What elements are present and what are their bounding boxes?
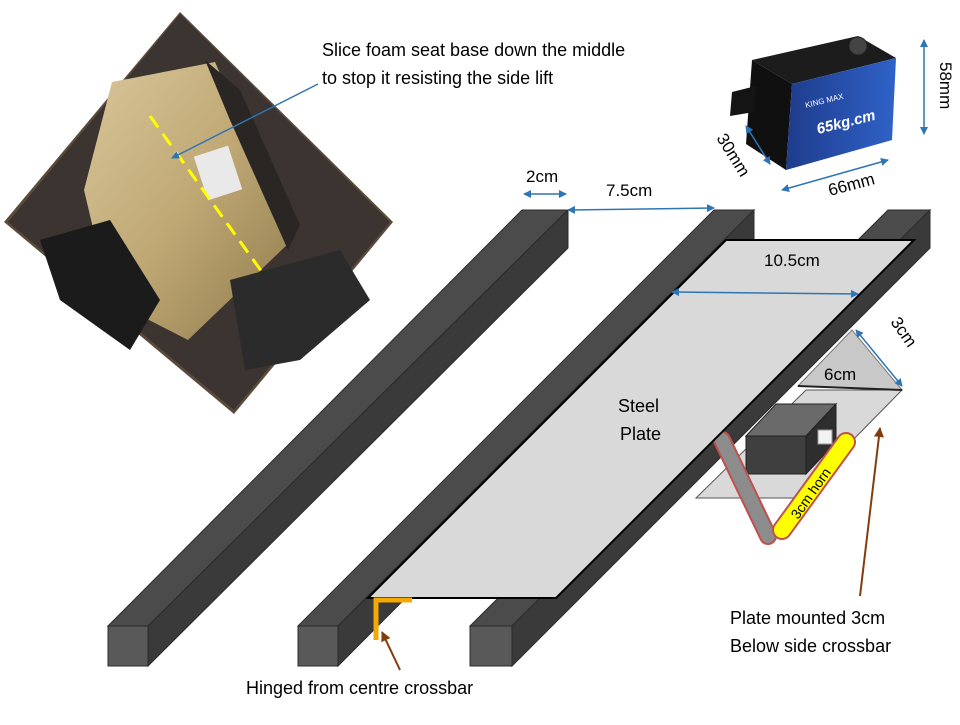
- photo-note-line2: to stop it resisting the side lift: [322, 68, 553, 88]
- plate-width-arrow: [671, 288, 859, 298]
- servo-depth-arrow: [745, 125, 771, 165]
- mount-note-line2: Below side crossbar: [730, 636, 891, 656]
- seat-photo: [4, 12, 393, 414]
- left-crossbar-end: [107, 625, 149, 667]
- servo-output-shaft: [848, 36, 868, 56]
- servo-height-label: 58mm: [936, 62, 955, 109]
- servo-horn-fill: [774, 434, 854, 538]
- seat-label-sticker: [193, 145, 243, 201]
- left-crossbar: [106, 208, 570, 668]
- servo-mount-tab: [730, 86, 756, 116]
- rail-width-label: 2cm: [526, 167, 558, 186]
- servo-length-label: 66mm: [826, 169, 877, 200]
- plate-label-line2: Plate: [620, 424, 661, 444]
- side-servo-shaft: [817, 429, 833, 445]
- plate-label-line1: Steel: [618, 396, 659, 416]
- mount-note-line1: Plate mounted 3cm: [730, 608, 885, 628]
- servo-length-arrow: [781, 158, 889, 192]
- steel-plate: [365, 239, 917, 599]
- rail-gap-arrow: [567, 204, 715, 214]
- mount-drop-arrow: [855, 329, 903, 387]
- plate-mount-link-fill: [715, 433, 775, 543]
- mount-drop-label: 3cm: [887, 313, 921, 350]
- centre-crossbar-end: [297, 625, 339, 667]
- servo-motor: KING MAX 65kg.cm: [730, 36, 896, 170]
- plate-width-label: 10.5cm: [764, 251, 820, 270]
- hinge-note-arrow: [381, 631, 401, 671]
- mount-note-arrow: [859, 427, 884, 597]
- mount-bracket-edge: [797, 385, 903, 391]
- mount-length-label: 6cm: [824, 365, 856, 384]
- seat-frame-bottom: [230, 250, 370, 370]
- seat-cover-flap: [205, 60, 300, 250]
- side-crossbar-end: [469, 625, 513, 667]
- photo-note-line1: Slice foam seat base down the middle: [322, 40, 625, 60]
- seat-shadow-block: [40, 220, 160, 350]
- slice-guide-line: [148, 115, 264, 273]
- photo-note-arrow: [171, 83, 319, 159]
- hinge: [373, 597, 412, 640]
- servo-label-face: [786, 58, 896, 170]
- hinge-note: Hinged from centre crossbar: [246, 678, 473, 698]
- rail-gap-label: 7.5cm: [606, 181, 652, 200]
